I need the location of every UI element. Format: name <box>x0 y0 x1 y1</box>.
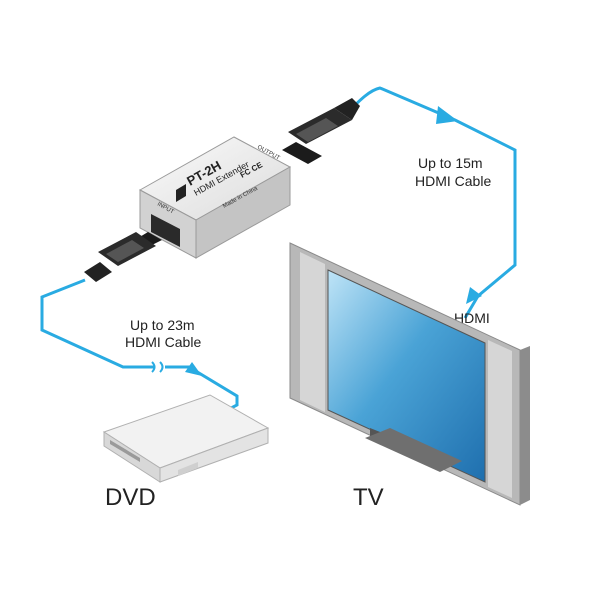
tv-input-label: HDMI <box>454 310 490 326</box>
arrow-head-icon <box>466 287 482 304</box>
tv <box>289 242 530 506</box>
output-cable-type: HDMI Cable <box>415 173 491 189</box>
hdmi-plug-output-icon <box>282 98 360 164</box>
tv-label: TV <box>353 484 384 511</box>
output-cable-length: Up to 15m <box>418 155 483 171</box>
arrow-head-icon <box>185 362 202 376</box>
kramer-logo-icon <box>176 184 186 202</box>
input-cable-type: HDMI Cable <box>125 334 201 350</box>
hdmi-plug-input-icon <box>84 232 162 282</box>
dvd-player <box>102 394 270 483</box>
hdmi-extender: PT-2H HDMI Extender FC CE Made in China … <box>138 136 292 259</box>
arrow-head-icon <box>436 106 458 124</box>
input-port <box>151 214 180 247</box>
tv-screen <box>327 269 486 483</box>
input-cable-length: Up to 23m <box>130 317 195 333</box>
dvd-label: DVD <box>105 484 156 511</box>
